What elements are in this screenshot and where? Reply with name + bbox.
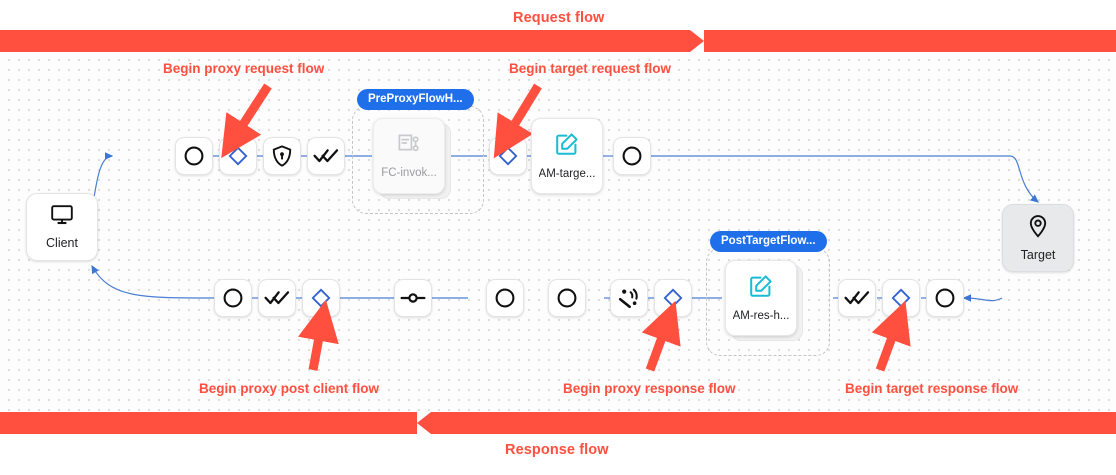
step-req-diamond-2[interactable] xyxy=(489,137,527,175)
shield-lock-icon xyxy=(272,145,292,167)
monitor-icon xyxy=(50,204,74,231)
step-req-end[interactable] xyxy=(613,137,651,175)
step-res-circle-1[interactable] xyxy=(486,279,524,317)
step-res-checks-2[interactable] xyxy=(838,279,876,317)
policy-card-am-target-label: AM-targe... xyxy=(538,168,596,180)
policy-card-am-res-h-label: AM-res-h... xyxy=(732,310,790,322)
edge-target-to-response xyxy=(962,294,1003,302)
policy-card-fc-invoke-label: FC-invok... xyxy=(381,167,437,179)
flow-callout-icon xyxy=(397,133,421,160)
request-flow-label: Request flow xyxy=(513,10,605,26)
endpoint-client-label: Client xyxy=(46,236,78,250)
location-pin-icon xyxy=(1028,214,1048,243)
step-res-diamond-1[interactable] xyxy=(302,279,340,317)
double-check-icon xyxy=(844,289,870,307)
endpoint-node-icon xyxy=(400,291,426,305)
diamond-icon xyxy=(663,288,683,308)
step-res-circle-2[interactable] xyxy=(548,279,586,317)
edge-response-to-client xyxy=(91,264,215,299)
step-res-endpoint[interactable] xyxy=(394,279,432,317)
circle-icon xyxy=(934,287,956,309)
assign-message-icon xyxy=(555,132,579,161)
endpoint-target-label: Target xyxy=(1020,248,1056,262)
endpoint-target[interactable]: Target xyxy=(1002,204,1074,272)
anno-target-request: Begin target request flow xyxy=(509,61,672,76)
diamond-icon xyxy=(228,146,248,166)
step-res-diamond-2[interactable] xyxy=(654,279,692,317)
broadcast-icon xyxy=(617,286,641,310)
flow-group-pre-proxy-chip[interactable]: PreProxyFlowH... xyxy=(357,89,474,110)
response-flow-band-arrow xyxy=(417,412,431,434)
policy-card-fc-invoke[interactable]: FC-invok... xyxy=(373,118,445,194)
step-res-start[interactable] xyxy=(214,279,252,317)
diamond-icon xyxy=(498,146,518,166)
diagram-canvas[interactable]: Client Target xyxy=(0,52,1116,412)
double-check-icon xyxy=(313,147,339,165)
anno-target-response: Begin target response flow xyxy=(845,381,1019,396)
step-res-end[interactable] xyxy=(926,279,964,317)
assign-message-icon xyxy=(749,274,773,303)
step-res-broadcast[interactable] xyxy=(610,279,648,317)
step-res-checks[interactable] xyxy=(258,279,296,317)
circle-icon xyxy=(494,287,516,309)
step-req-checks-1[interactable] xyxy=(307,137,345,175)
step-res-diamond-3[interactable] xyxy=(882,279,920,317)
response-flow-label: Response flow xyxy=(505,442,609,458)
diamond-icon xyxy=(891,288,911,308)
anno-proxy-response: Begin proxy response flow xyxy=(563,381,736,396)
edge-layer xyxy=(83,152,1039,302)
policy-card-am-target[interactable]: AM-targe... xyxy=(531,118,603,194)
step-req-diamond-1[interactable] xyxy=(219,137,257,175)
circle-icon xyxy=(183,145,205,167)
step-req-start[interactable] xyxy=(175,137,213,175)
circle-icon xyxy=(222,287,244,309)
request-flow-band xyxy=(0,30,1116,52)
anno-proxy-request: Begin proxy request flow xyxy=(163,61,325,76)
circle-icon xyxy=(556,287,578,309)
double-check-icon xyxy=(264,289,290,307)
policy-card-am-res-h[interactable]: AM-res-h... xyxy=(725,260,797,336)
endpoint-client[interactable]: Client xyxy=(26,193,98,261)
anno-post-client: Begin proxy post client flow xyxy=(199,381,380,396)
diamond-icon xyxy=(311,288,331,308)
edge-request-to-target xyxy=(651,155,1039,203)
flow-group-post-target-chip[interactable]: PostTargetFlow... xyxy=(710,231,827,252)
request-flow-band-arrow xyxy=(690,30,704,52)
step-req-security[interactable] xyxy=(263,137,301,175)
circle-icon xyxy=(621,145,643,167)
response-flow-band xyxy=(0,412,1116,434)
